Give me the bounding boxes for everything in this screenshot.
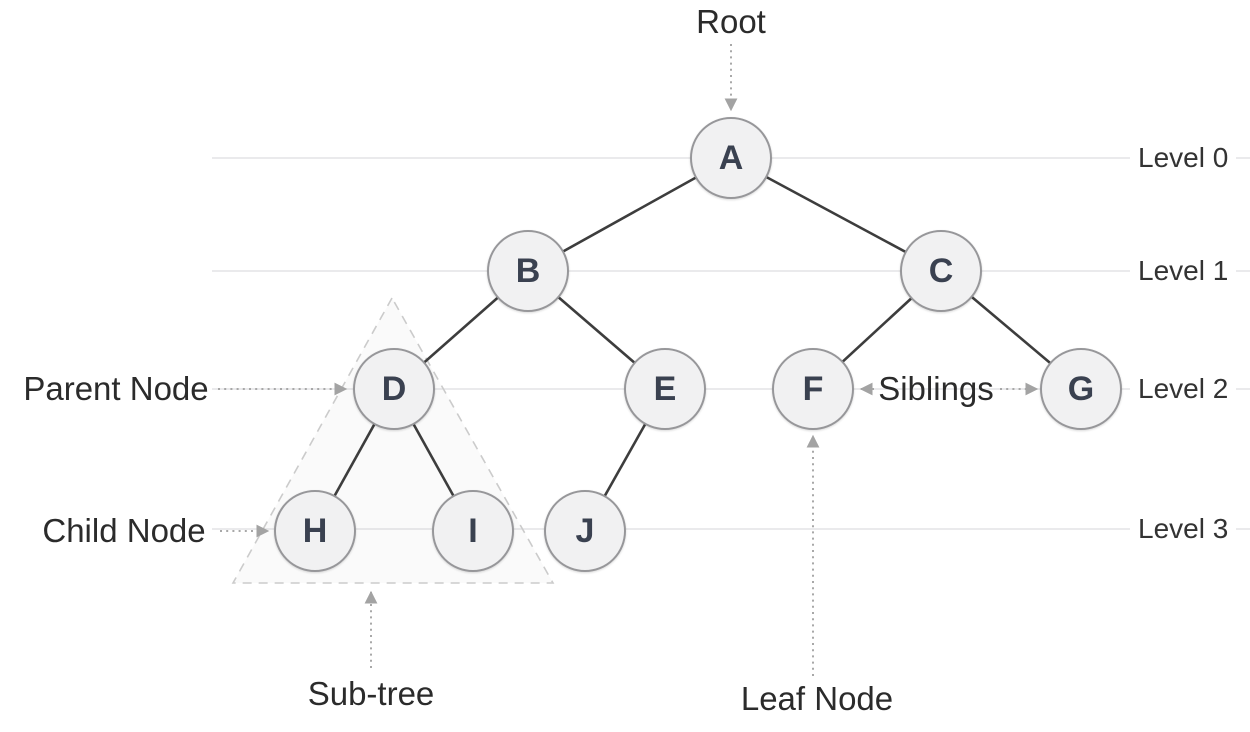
parent-node-label: Parent Node [23,370,209,407]
child-node-label: Child Node [42,512,206,549]
tree-node-a: A [690,117,772,199]
tree-node-d: D [353,348,435,430]
tree-node-c: C [900,230,982,312]
tree-node-h: H [274,490,356,572]
tree-node-i: I [432,490,514,572]
root-label: Root [696,3,766,40]
level-label-3: Level 3 [1130,513,1237,545]
level-label-0: Level 0 [1130,142,1237,174]
tree-node-j: J [544,490,626,572]
tree-node-b: B [487,230,569,312]
tree-node-f: F [772,348,854,430]
tree-node-g: G [1040,348,1122,430]
level-label-2: Level 2 [1130,373,1237,405]
subtree-label: Sub-tree [307,675,435,712]
leaf-node-label: Leaf Node [740,680,894,717]
tree-node-e: E [624,348,706,430]
siblings-label: Siblings [878,370,994,407]
level-label-1: Level 1 [1130,255,1237,287]
